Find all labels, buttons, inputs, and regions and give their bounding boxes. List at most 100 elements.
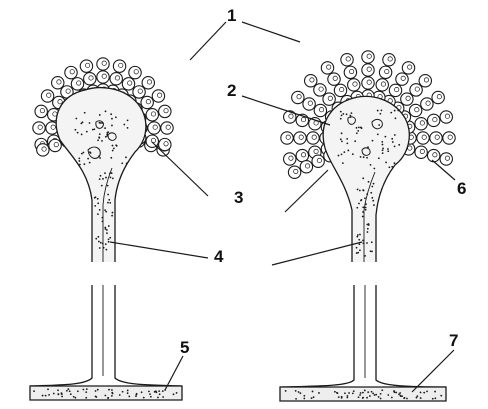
right-dot xyxy=(391,166,393,168)
left-conidium xyxy=(52,77,64,89)
right-dot xyxy=(373,183,375,185)
left-dot xyxy=(109,172,111,174)
left-dot xyxy=(99,247,101,249)
leader-7 xyxy=(412,350,454,392)
right-dot xyxy=(357,234,359,236)
right-hypha-dot xyxy=(387,394,389,396)
right-conidium xyxy=(305,75,317,87)
left-dot xyxy=(112,145,114,147)
left-conidium xyxy=(71,78,83,90)
left-hypha-dot xyxy=(73,396,75,398)
right-hypha-dot xyxy=(403,397,405,399)
left-dot xyxy=(89,122,91,124)
left-dot xyxy=(109,202,111,204)
right-conidium xyxy=(383,54,395,66)
right-dot xyxy=(346,113,348,115)
left-dot xyxy=(78,157,80,159)
right-hypha-dot xyxy=(364,390,366,392)
left-dot xyxy=(99,157,101,159)
right-dot xyxy=(394,162,396,164)
right-conidium xyxy=(396,73,408,85)
right-conidium xyxy=(427,114,439,126)
right-conidium xyxy=(341,54,353,66)
left-dot xyxy=(121,162,123,164)
right-dot xyxy=(372,200,374,202)
left-hypha-dot xyxy=(104,395,106,397)
left-conidium xyxy=(142,77,154,89)
left-dot xyxy=(106,229,108,231)
right-dot xyxy=(364,255,366,257)
left-dot xyxy=(100,242,102,244)
left-hypha-dot xyxy=(70,393,72,395)
right-hypha-dot xyxy=(344,392,346,394)
right-hypha-dot xyxy=(420,397,422,399)
right-dot xyxy=(391,138,393,140)
label-5: 5 xyxy=(180,339,189,356)
label-4: 4 xyxy=(214,248,223,265)
left-dot xyxy=(110,113,112,115)
right-conidiophore xyxy=(280,51,455,401)
right-dot xyxy=(358,239,360,241)
right-hypha-dot xyxy=(434,397,436,399)
right-conidium xyxy=(323,93,335,105)
right-dot xyxy=(341,154,343,156)
left-dot xyxy=(100,175,102,177)
right-conidium xyxy=(401,93,413,105)
left-dot xyxy=(83,163,85,165)
left-conidium xyxy=(161,122,173,134)
right-dot xyxy=(365,207,367,209)
left-hypha-dot xyxy=(95,396,97,398)
right-hypha-dot xyxy=(374,394,376,396)
left-dot xyxy=(86,131,88,133)
right-dot xyxy=(343,151,345,153)
left-dot xyxy=(102,178,104,180)
left-hypha-dot xyxy=(86,388,88,390)
leader-4-left xyxy=(110,242,208,258)
right-dot xyxy=(398,144,400,146)
right-hypha-dot xyxy=(338,396,340,398)
left-conidium xyxy=(110,73,122,85)
left-conidium xyxy=(97,71,109,83)
right-dot xyxy=(358,243,360,245)
right-dot xyxy=(360,156,362,158)
right-conidium xyxy=(440,153,452,165)
left-conidium xyxy=(33,122,45,134)
left-vesicle-and-stalk xyxy=(56,88,146,262)
left-dot xyxy=(79,164,81,166)
left-conidium xyxy=(129,66,141,78)
left-dot xyxy=(84,112,86,114)
right-dot xyxy=(368,181,370,183)
left-hypha-dot xyxy=(148,390,150,392)
left-hypha-dot xyxy=(66,390,68,392)
left-hypha-dot xyxy=(143,397,145,399)
left-dot xyxy=(100,122,102,124)
right-hypha-dot xyxy=(399,395,401,397)
right-dot xyxy=(340,138,342,140)
left-dot xyxy=(106,232,108,234)
right-conidium xyxy=(312,155,324,167)
left-hypha-dot xyxy=(57,389,59,391)
left-dot xyxy=(104,172,106,174)
left-hypha-dot xyxy=(162,396,164,398)
left-hypha-dot xyxy=(150,396,152,398)
right-dot xyxy=(354,140,356,142)
right-dot xyxy=(384,136,386,138)
right-conidium xyxy=(314,84,326,96)
left-dot xyxy=(82,121,84,123)
right-hypha-dot xyxy=(426,390,428,392)
left-dot xyxy=(95,196,97,198)
right-conidium xyxy=(415,146,427,158)
left-dot xyxy=(126,162,128,164)
right-dot xyxy=(388,166,390,168)
left-conidium xyxy=(113,60,125,72)
right-hypha-dot xyxy=(369,395,371,397)
label-3: 3 xyxy=(234,189,243,206)
right-conidium xyxy=(344,66,356,78)
right-conidium xyxy=(303,98,315,110)
right-conidium xyxy=(300,161,312,173)
left-hypha-dot xyxy=(82,389,84,391)
right-dot xyxy=(394,134,396,136)
left-dot xyxy=(110,177,112,179)
right-hypha-dot xyxy=(362,397,364,399)
right-conidium xyxy=(389,84,401,96)
